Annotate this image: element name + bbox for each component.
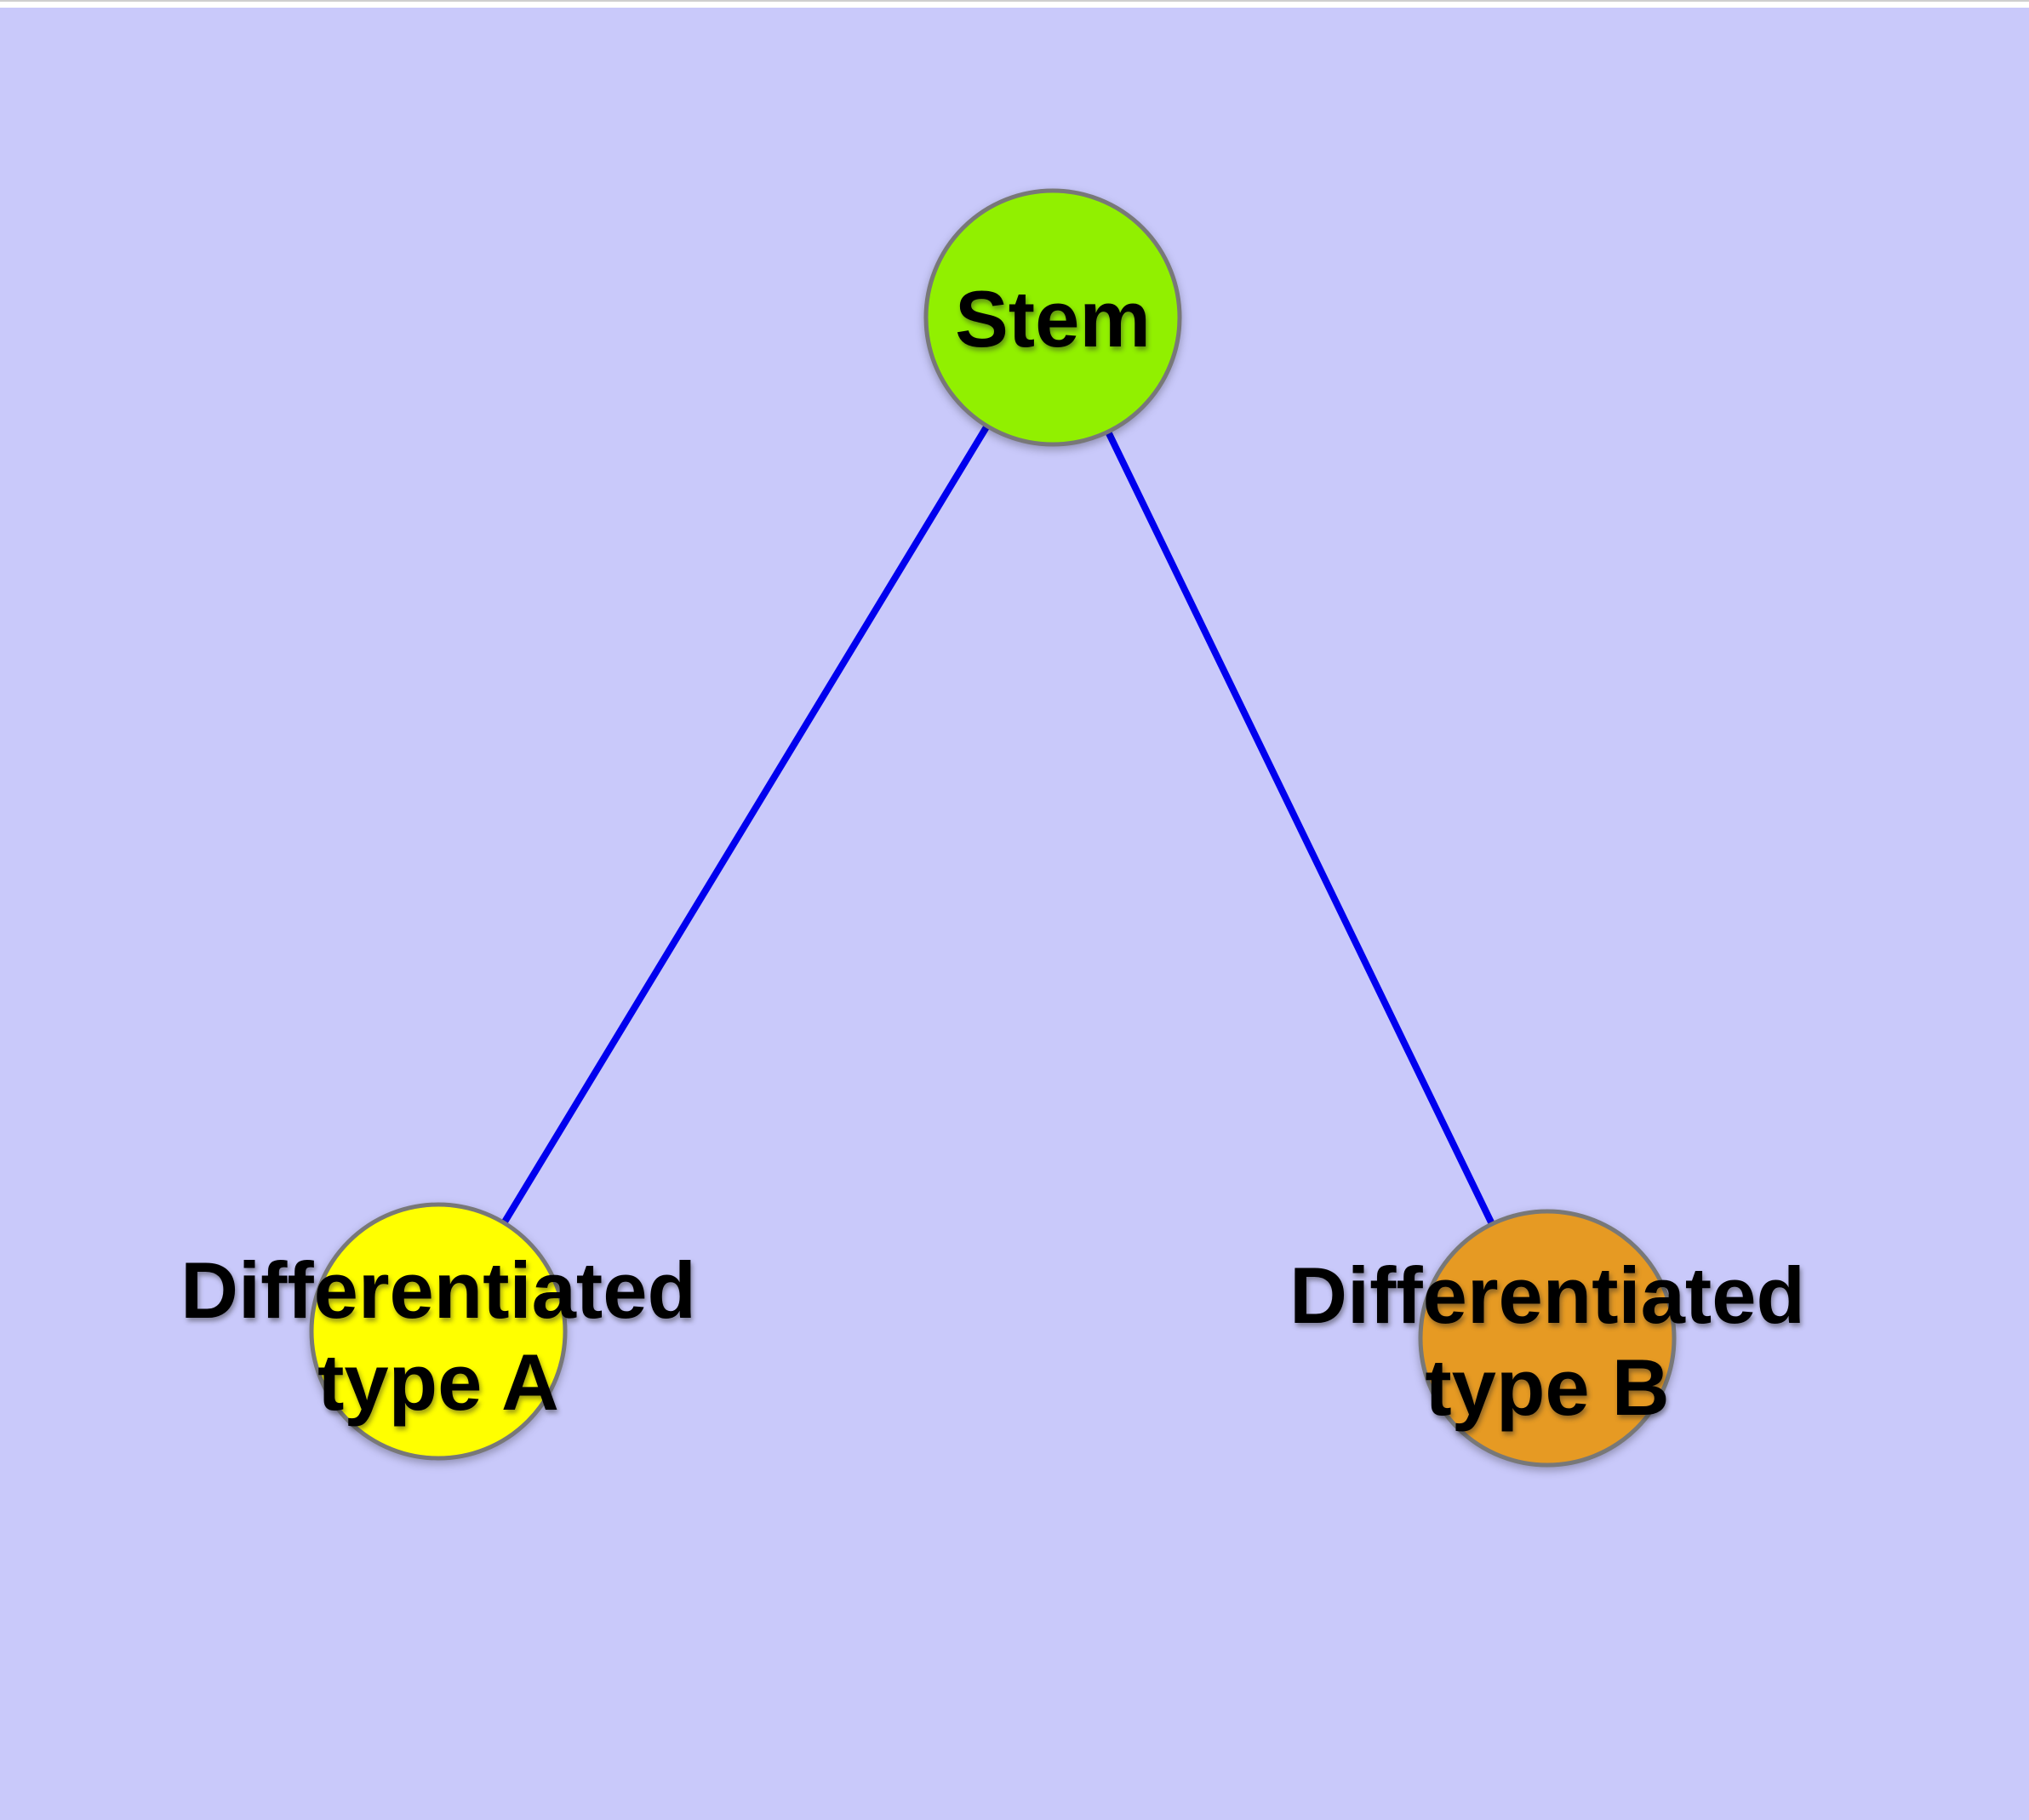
- window-top-hairline: [0, 0, 2029, 2]
- node-stem-label: Stem: [955, 274, 1151, 363]
- node-type-b-label-line1: Differentiated: [1289, 1251, 1805, 1340]
- node-type-a-label-line1: Differentiated: [180, 1245, 696, 1335]
- node-type-b: [1418, 1209, 1677, 1468]
- node-type-a: [309, 1202, 568, 1461]
- node-type-a-label-line2: type A: [317, 1337, 559, 1427]
- node-type-b-label-line2: type B: [1425, 1342, 1669, 1432]
- window-top-strip: [0, 0, 2029, 8]
- node-stem: [923, 188, 1182, 447]
- edge-stem-to-type-a: [435, 315, 1056, 1334]
- edge-stem-to-type-b: [1049, 316, 1551, 1340]
